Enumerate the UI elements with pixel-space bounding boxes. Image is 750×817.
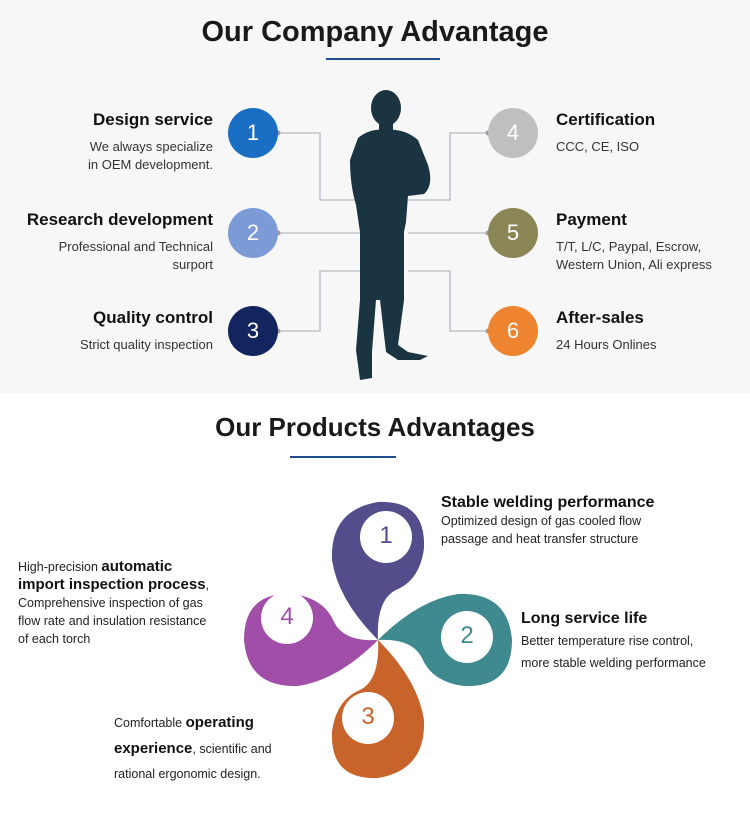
product-advantage-3: Comfortable operating experience, scient… (114, 710, 272, 787)
product-3-prefix: Comfortable (114, 716, 186, 730)
advantage-number-6: 6 (488, 306, 538, 356)
product-3-line-3: rational ergonomic design. (114, 767, 261, 781)
advantage-title-3: Quality control (93, 308, 213, 327)
product-2-title: Long service life (521, 610, 648, 627)
advantage-desc-1-1: We always specialize (89, 139, 213, 154)
advantage-number-5: 5 (488, 208, 538, 258)
petal-number-4: 4 (280, 603, 294, 630)
advantage-number-2: 2 (228, 208, 278, 258)
product-3-keyword-1: operating (185, 714, 254, 731)
petal-number-1: 1 (379, 522, 393, 549)
petal-number-3: 3 (361, 703, 375, 730)
advantage-desc-2-1: Professional and Technical (58, 239, 213, 254)
products-pinwheel (244, 501, 512, 779)
product-1-title: Stable welding performance (441, 494, 655, 511)
title-underline (326, 58, 440, 60)
advantage-number-1: 1 (228, 108, 278, 158)
product-3-suffix: , scientific and (192, 742, 272, 756)
product-advantage-4: High-precision automatic import inspecti… (18, 558, 209, 648)
product-advantage-1: Stable welding performance Optimized des… (441, 494, 654, 548)
product-2-line-2: more stable welding performance (521, 656, 706, 670)
product-4-suffix: , (205, 578, 210, 592)
products-title-underline (290, 456, 396, 458)
products-advantages-title: Our Products Advantages (215, 412, 535, 442)
advantage-title-1: Design service (92, 110, 213, 129)
product-4-line-5: of each torch (18, 632, 91, 646)
advantage-desc-3-1: Strict quality inspection (80, 337, 213, 352)
product-3-keyword-2: experience (114, 740, 193, 757)
advantage-desc-2-2: surport (172, 257, 213, 272)
advantage-desc-5-2: Western Union, Ali express (556, 257, 712, 272)
product-1-line-1: Optimized design of gas cooled flow (441, 514, 642, 528)
connector-lines (275, 90, 491, 380)
advantage-desc-1-2: in OEM development. (87, 157, 213, 172)
businessman-silhouette (350, 90, 431, 380)
advantage-number-3: 3 (228, 306, 278, 356)
product-4-line-4: flow rate and insulation resistance (18, 614, 207, 628)
product-4-line-3: Comprehensive inspection of gas (18, 596, 203, 610)
product-4-keyword-2: import inspection process (18, 576, 206, 593)
advantage-title-2: Research development (26, 210, 213, 229)
product-4-prefix: High-precision (18, 560, 102, 574)
advantage-title-6: After-sales (556, 308, 644, 327)
product-2-line-1: Better temperature rise control, (521, 634, 694, 648)
product-advantage-2: Long service life Better temperature ris… (521, 608, 706, 674)
advantage-title-4: Certification (556, 110, 656, 129)
petal-number-2: 2 (460, 622, 474, 649)
product-1-line-2: passage and heat transfer structure (441, 532, 639, 546)
company-advantage-title: Our Company Advantage (201, 16, 549, 48)
advantage-desc-5-1: T/T, L/C, Paypal, Escrow, (556, 239, 702, 254)
advantage-desc-4-1: CCC, CE, ISO (556, 139, 640, 154)
product-4-keyword-1: automatic (101, 558, 173, 575)
advantage-desc-6-1: 24 Hours Onlines (556, 337, 657, 352)
advantage-number-4: 4 (488, 108, 538, 158)
advantage-title-5: Payment (556, 210, 627, 229)
